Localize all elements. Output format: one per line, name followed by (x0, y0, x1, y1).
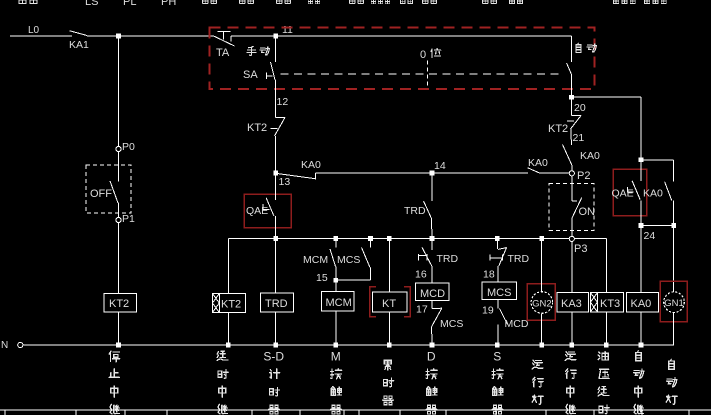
svg-text:TRD: TRD (265, 298, 288, 310)
svg-text:P0: P0 (122, 141, 135, 153)
svg-text:15: 15 (316, 272, 328, 284)
svg-text:TA: TA (216, 47, 230, 59)
svg-text:PL: PL (123, 0, 136, 8)
svg-text:KT: KT (382, 298, 396, 310)
svg-text:KT2: KT2 (548, 123, 568, 135)
svg-text:PH: PH (161, 0, 176, 8)
svg-text:S-D: S-D (263, 350, 284, 364)
svg-text:KT2: KT2 (109, 298, 129, 310)
svg-text:24: 24 (644, 230, 656, 242)
svg-text:TRD: TRD (404, 205, 426, 217)
svg-text:P3: P3 (574, 243, 587, 255)
svg-text:13: 13 (279, 176, 291, 188)
svg-text:L0: L0 (28, 25, 40, 36)
svg-text:TRD: TRD (437, 253, 459, 265)
svg-text:20: 20 (574, 102, 586, 114)
svg-text:MCS: MCS (487, 287, 511, 299)
svg-text:KA0: KA0 (643, 188, 663, 200)
svg-text:KA0: KA0 (580, 150, 600, 162)
svg-text:M: M (331, 350, 341, 364)
svg-text:18: 18 (483, 269, 495, 281)
svg-text:0: 0 (420, 49, 426, 61)
svg-text:21: 21 (573, 132, 585, 144)
svg-text:17: 17 (416, 304, 428, 316)
svg-text:KT3: KT3 (600, 298, 620, 310)
svg-text:TRD: TRD (508, 253, 530, 265)
svg-text:P1: P1 (122, 213, 135, 225)
svg-text:QAE: QAE (246, 205, 268, 217)
svg-text:MCS: MCS (440, 318, 463, 330)
svg-text:LS: LS (85, 0, 98, 8)
svg-text:KT2: KT2 (247, 122, 267, 134)
svg-text:MCM: MCM (326, 297, 352, 309)
svg-text:12: 12 (277, 96, 289, 108)
svg-text:QAE: QAE (612, 188, 634, 200)
svg-text:GN2: GN2 (532, 299, 552, 310)
svg-text:S: S (493, 350, 501, 364)
svg-text:SA: SA (243, 69, 258, 81)
svg-text:14: 14 (434, 160, 446, 172)
svg-text:MCM: MCM (303, 254, 328, 266)
svg-text:11: 11 (282, 24, 293, 36)
svg-text:GN1: GN1 (664, 298, 684, 309)
svg-text:KA1: KA1 (69, 39, 89, 51)
svg-text:KT2: KT2 (221, 299, 241, 311)
svg-text:D: D (427, 350, 436, 364)
svg-text:MCD: MCD (505, 318, 529, 330)
svg-text:KA3: KA3 (561, 298, 582, 310)
svg-text:N: N (1, 340, 8, 351)
svg-text:ON: ON (579, 206, 596, 218)
svg-text:OFF: OFF (90, 188, 112, 200)
svg-text:MCS: MCS (337, 254, 360, 266)
svg-text:19: 19 (482, 305, 494, 317)
svg-text:MCD: MCD (420, 288, 445, 300)
svg-text:KA0: KA0 (301, 159, 321, 171)
svg-text:P2: P2 (577, 170, 590, 182)
svg-text:16: 16 (415, 269, 427, 281)
svg-text:KA0: KA0 (631, 298, 652, 310)
svg-text:KA0: KA0 (528, 157, 548, 169)
